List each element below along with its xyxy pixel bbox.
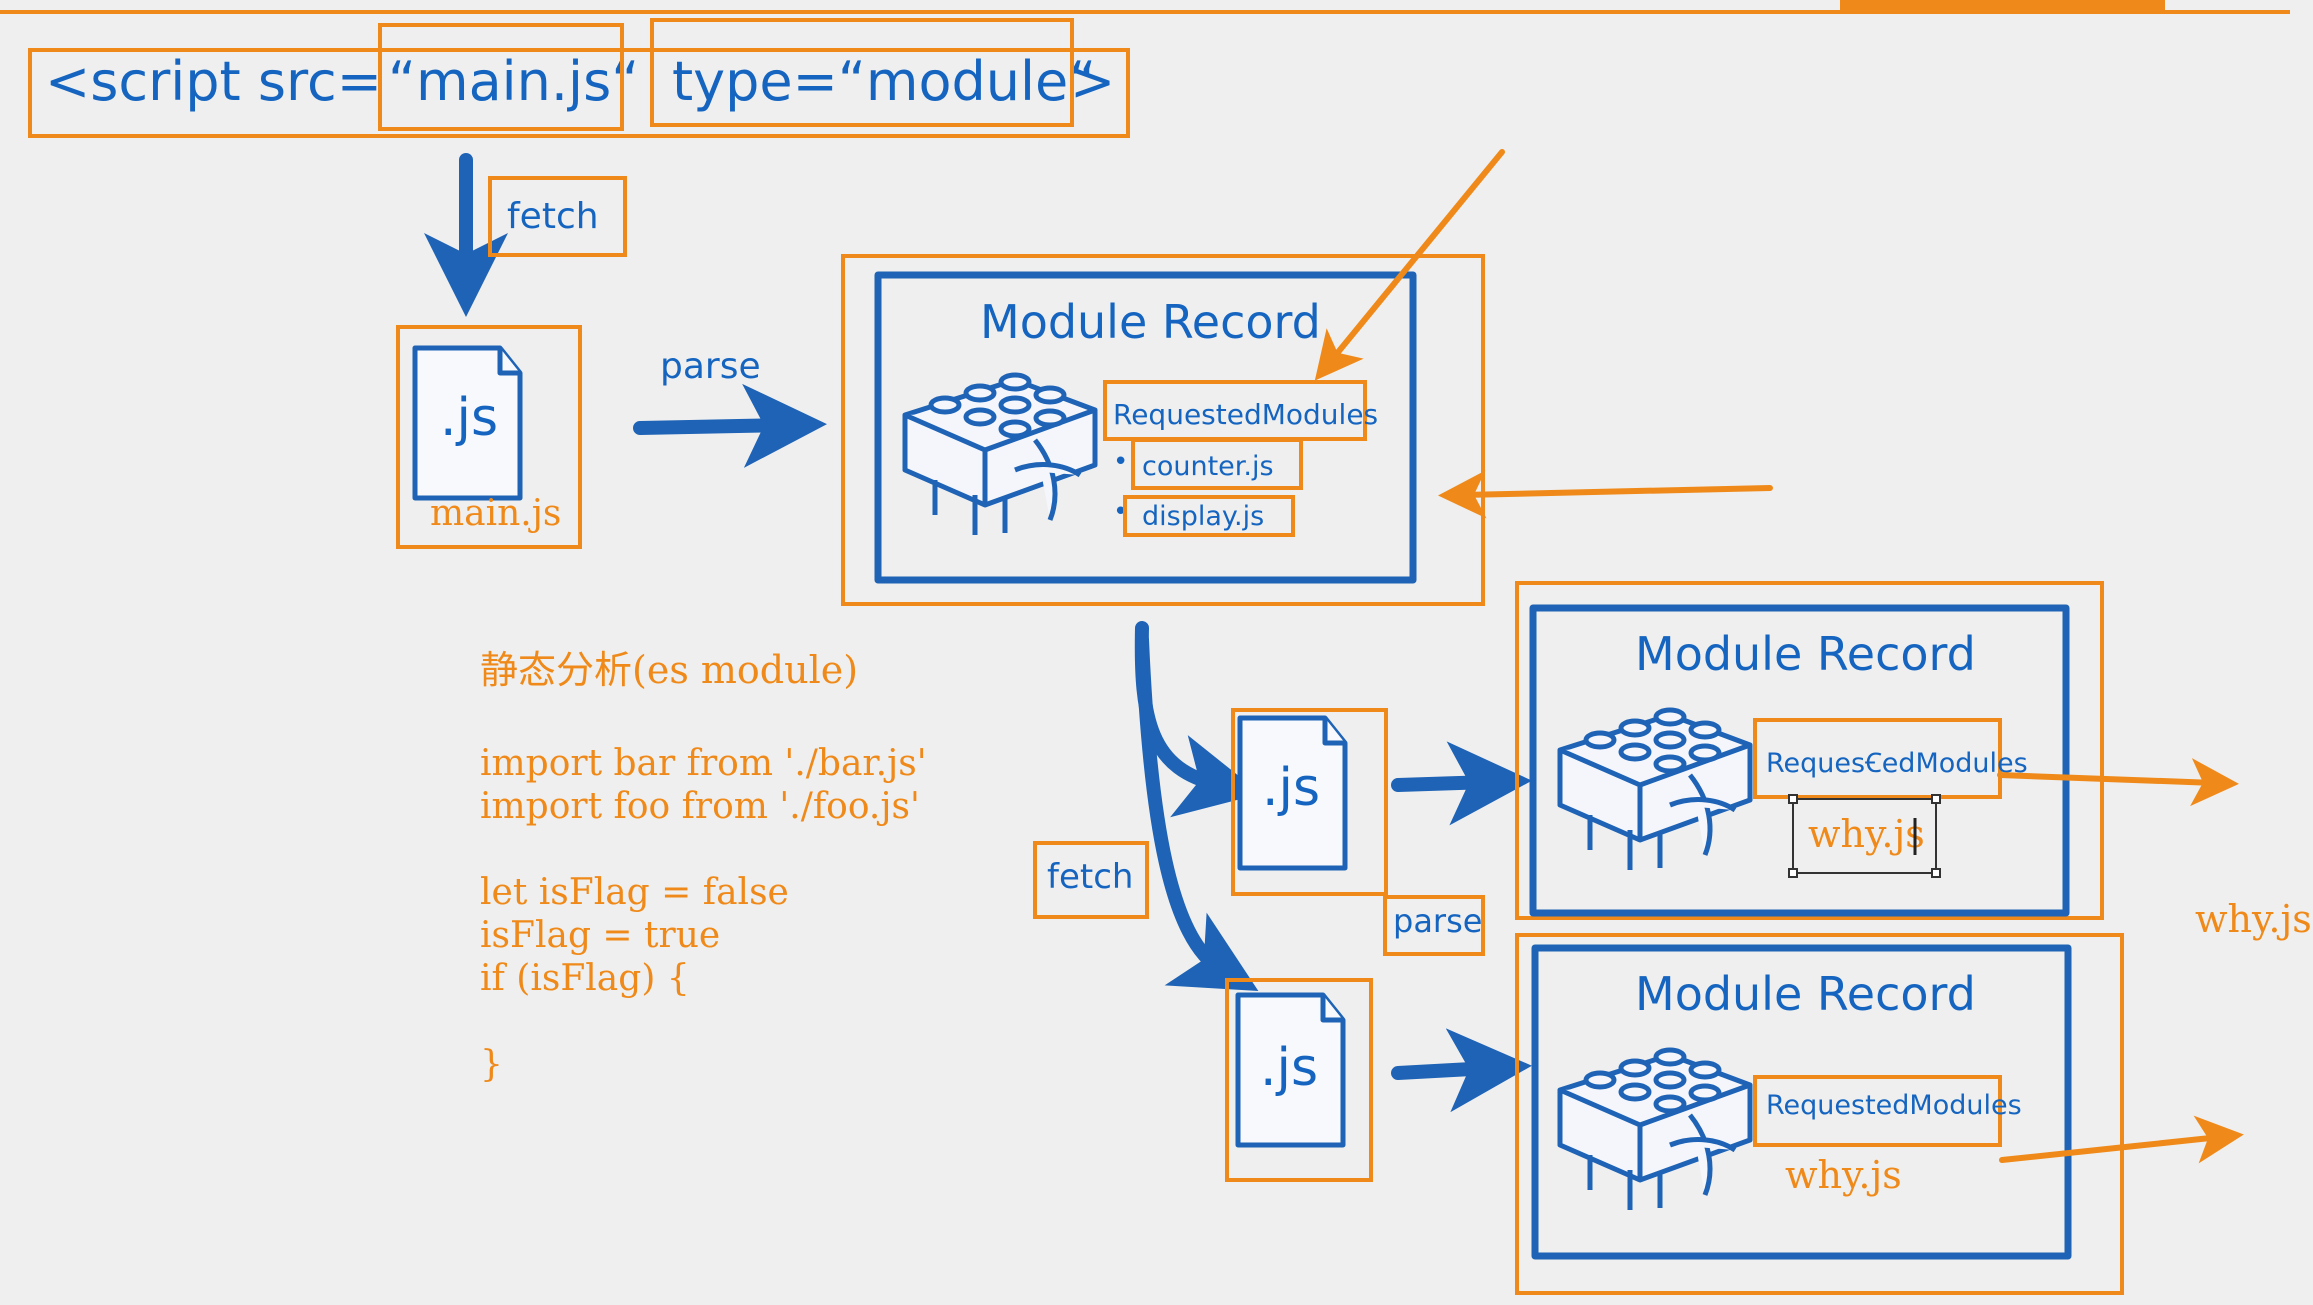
requested-modules-counter-label: RequesꞒedModules	[1766, 748, 2028, 779]
requested-modules-counter-highlight	[1753, 718, 2002, 799]
script-tag-highlight	[28, 48, 1130, 138]
script-tag: <script src= “main.js“ type=“module“ >	[28, 18, 1130, 138]
module-record-counter-highlight	[1515, 581, 2104, 920]
fetch-label-mid-group: fetch	[1033, 841, 1149, 919]
fetch-label-highlight	[488, 176, 627, 257]
display-js-file-highlight	[1225, 978, 1373, 1182]
module-record-display-highlight	[1515, 933, 2124, 1295]
requested-modules-display-label: RequestedModules	[1766, 1090, 2022, 1121]
fetch-label-top-group: fetch	[488, 176, 627, 257]
module-record-main-frame	[874, 271, 1417, 584]
fetch-label-mid: fetch	[1047, 857, 1133, 897]
textbox-handle-br	[1931, 868, 1941, 878]
code-line-8: }	[480, 1044, 503, 1085]
parse-label-main: parse	[660, 346, 761, 387]
module-record-counter-title: Module Record	[1635, 627, 1976, 681]
textbox-handle-tr	[1931, 794, 1941, 804]
counter-js-file-highlight	[1231, 708, 1388, 896]
main-js-name: main.js	[430, 493, 561, 534]
script-tag-suffix: >	[1070, 50, 1115, 113]
counter-js-ext: .js	[1262, 758, 1320, 818]
fetch-label-mid-highlight	[1033, 841, 1149, 919]
code-line-6: if (isFlag) {	[480, 958, 690, 999]
requested-item-display: display.js	[1142, 501, 1264, 532]
counter-js-file: .js	[1231, 708, 1388, 896]
module-record-display: Module Record RequestedModules why.js	[1515, 933, 2124, 1295]
requested-modules-display-highlight	[1753, 1075, 2002, 1147]
requested-item-counter: counter.js	[1142, 451, 1274, 482]
code-line-2: import foo from './foo.js'	[480, 786, 920, 827]
top-rule	[0, 0, 2290, 14]
script-type-attr: type=“module“	[672, 50, 1096, 113]
parse-arrow-counter	[1391, 741, 1532, 826]
main-js-file: .js main.js	[396, 325, 582, 549]
annotation-arrow-display-out	[1999, 1115, 2244, 1164]
bullet-counter: •	[1113, 447, 1128, 477]
fetch-arrow-split-lower	[1135, 633, 1259, 992]
why-js-textbox	[1792, 798, 1937, 874]
fetch-label-top: fetch	[507, 196, 599, 237]
src-highlight	[378, 23, 624, 131]
code-line-1: import bar from './bar.js'	[480, 743, 927, 784]
counter-js-highlight	[1131, 438, 1303, 490]
script-tag-prefix: <script src=	[45, 50, 382, 113]
parse-label-second-highlight	[1383, 895, 1485, 956]
code-line-4: let isFlag = false	[480, 872, 789, 913]
module-record-counter-frame	[1529, 604, 2070, 917]
side-note-why-js: why.js	[2195, 897, 2312, 941]
parse-label-second: parse	[1393, 902, 1482, 940]
annotation-arrow-counter-out	[1997, 758, 2239, 807]
main-js-ext: .js	[440, 388, 498, 448]
why-js-note-display: why.js	[1785, 1153, 1902, 1197]
static-analysis-heading: 静态分析(es module)	[480, 648, 858, 692]
parse-arrow-display	[1391, 1028, 1532, 1113]
annotation-arrow-left	[1438, 470, 1773, 519]
parse-label-second-group: parse	[1383, 895, 1485, 956]
display-js-ext: .js	[1260, 1038, 1318, 1098]
type-highlight	[650, 18, 1074, 127]
display-js-highlight	[1123, 495, 1295, 537]
main-js-highlight	[396, 325, 582, 549]
module-record-display-title: Module Record	[1635, 967, 1976, 1021]
why-js-note-counter: why.js	[1808, 812, 1925, 856]
module-record-main-highlight	[841, 254, 1485, 606]
script-src-value: “main.js“	[388, 50, 639, 113]
static-analysis-notes: 静态分析(es module) import bar from './bar.j…	[480, 648, 927, 1085]
display-js-file: .js	[1225, 978, 1373, 1182]
module-record-main-title: Module Record	[980, 295, 1321, 349]
code-line-5: isFlag = true	[480, 915, 720, 956]
annotation-arrow-diagonal	[1314, 149, 1505, 381]
module-record-display-frame	[1531, 944, 2072, 1260]
module-record-counter: Module Record RequesꞒedModules why.js	[1515, 581, 2104, 920]
requested-modules-main-label: RequestedModules	[1113, 398, 1378, 431]
textbox-handle-tl	[1788, 794, 1798, 804]
textbox-handle-bl	[1788, 868, 1798, 878]
module-record-main: Module Record RequestedModules • counter…	[841, 254, 1485, 606]
parse-arrow-main	[633, 383, 827, 468]
